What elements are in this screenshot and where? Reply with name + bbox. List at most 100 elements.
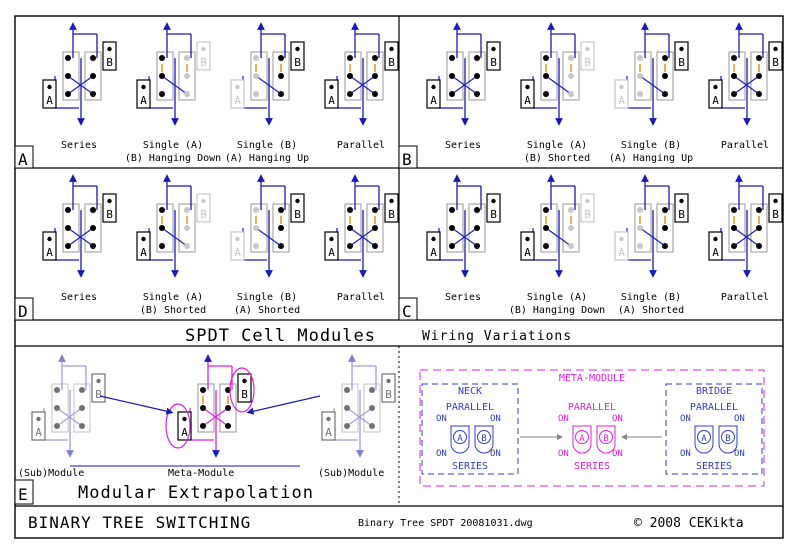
panel-letter: B bbox=[402, 150, 412, 169]
meta-group-outline bbox=[665, 383, 763, 475]
switch-b-box bbox=[486, 193, 501, 223]
wire-cross-1 bbox=[255, 227, 282, 247]
terminal-dot bbox=[543, 73, 549, 79]
terminal-dot bbox=[731, 207, 737, 213]
meta-module-cell: AB bbox=[177, 354, 252, 458]
terminal-dot bbox=[474, 243, 480, 249]
switch-body-b bbox=[272, 203, 290, 253]
terminal-dot bbox=[90, 91, 96, 97]
switch-a-dot bbox=[235, 84, 240, 90]
terminal-dot bbox=[369, 423, 375, 429]
terminal-dot bbox=[200, 423, 206, 429]
terminal-dot bbox=[369, 387, 375, 393]
terminal-dot bbox=[90, 225, 96, 231]
switch-body-b bbox=[73, 383, 91, 433]
switch-body-a bbox=[197, 383, 215, 433]
switch-body-b bbox=[656, 203, 674, 253]
switch-a-letter: A bbox=[712, 246, 719, 259]
terminal-dot bbox=[79, 423, 85, 429]
toggle-ring bbox=[477, 430, 491, 444]
switch-body-b bbox=[750, 51, 768, 101]
switch-body-a bbox=[62, 203, 80, 253]
switch-b-dot bbox=[201, 46, 206, 52]
terminal-dot bbox=[184, 55, 190, 61]
terminal-dot bbox=[731, 91, 737, 97]
switch-a-letter: A bbox=[181, 426, 188, 439]
terminal-dot bbox=[278, 91, 284, 97]
switch-a-dot bbox=[713, 84, 718, 90]
switch-body-a bbox=[51, 383, 69, 433]
switch-b-box bbox=[486, 41, 501, 71]
wire-cross-2 bbox=[349, 227, 376, 247]
switch-a-box bbox=[520, 79, 535, 109]
switch-a-letter: A bbox=[712, 94, 719, 107]
terminal-dot bbox=[756, 243, 762, 249]
terminal-dot bbox=[637, 207, 643, 213]
toggle-ring bbox=[575, 430, 589, 444]
terminal-dot bbox=[184, 225, 190, 231]
switch-a-box bbox=[426, 231, 441, 261]
toggle-letter: B bbox=[725, 434, 730, 444]
terminal-dot bbox=[278, 225, 284, 231]
toggle-ring bbox=[599, 430, 613, 444]
switch-body-b bbox=[468, 51, 486, 101]
footer-filename: Binary Tree SPDT 20081031.dwg bbox=[358, 518, 533, 529]
terminal-dot bbox=[184, 73, 190, 79]
switch-b-dot bbox=[386, 378, 391, 384]
switch-b-letter: B bbox=[490, 56, 497, 69]
terminal-dot bbox=[662, 91, 668, 97]
terminal-dot bbox=[159, 55, 165, 61]
terminal-dot bbox=[54, 423, 60, 429]
switch-a-letter: A bbox=[46, 246, 53, 259]
switch-a-box bbox=[177, 411, 192, 441]
switch-b-box bbox=[674, 41, 689, 71]
toggle-letter: A bbox=[579, 434, 585, 444]
switch-body-b bbox=[750, 203, 768, 253]
switch-body-a bbox=[540, 203, 558, 253]
terminal-dot bbox=[756, 73, 762, 79]
switch-body-a bbox=[156, 203, 174, 253]
terminal-dot bbox=[372, 91, 378, 97]
cell-label: Single (A) bbox=[527, 292, 587, 303]
switch-body-b bbox=[656, 51, 674, 101]
meta-on-label: ON bbox=[436, 414, 447, 424]
terminal-dot bbox=[253, 73, 259, 79]
switch-body-a bbox=[156, 51, 174, 101]
switch-b-letter: B bbox=[385, 388, 392, 401]
meta-on-label: ON bbox=[680, 449, 691, 459]
switch-b-letter: B bbox=[294, 208, 301, 221]
wire-cross-1 bbox=[545, 75, 572, 95]
switch-b-letter: B bbox=[106, 208, 113, 221]
terminal-dot bbox=[568, 91, 574, 97]
switch-b-dot bbox=[585, 198, 590, 204]
switch-b-letter: B bbox=[388, 208, 395, 221]
switch-a-letter: A bbox=[234, 246, 241, 259]
switch-b-box bbox=[290, 41, 305, 71]
switch-a-dot bbox=[525, 84, 530, 90]
cell-label: (A) Shorted bbox=[234, 305, 300, 316]
terminal-dot bbox=[65, 243, 71, 249]
wire-cross-2 bbox=[349, 75, 376, 95]
terminal-dot bbox=[344, 423, 350, 429]
switch-b-box bbox=[102, 193, 117, 223]
switch-b-dot bbox=[107, 198, 112, 204]
switch-body-b bbox=[272, 51, 290, 101]
switch-b-letter: B bbox=[678, 208, 685, 221]
switch-b-dot bbox=[773, 46, 778, 52]
terminal-dot bbox=[372, 243, 378, 249]
switch-a-dot bbox=[431, 236, 436, 242]
switch-body-b bbox=[562, 51, 580, 101]
terminal-dot bbox=[568, 73, 574, 79]
switch-a-box bbox=[230, 79, 245, 109]
panel-letter-box bbox=[398, 145, 418, 169]
meta-on-label: ON bbox=[558, 414, 569, 424]
switch-body-a bbox=[728, 51, 746, 101]
panel-letter: D bbox=[18, 302, 28, 321]
meta-switch-a-ring bbox=[165, 403, 191, 449]
